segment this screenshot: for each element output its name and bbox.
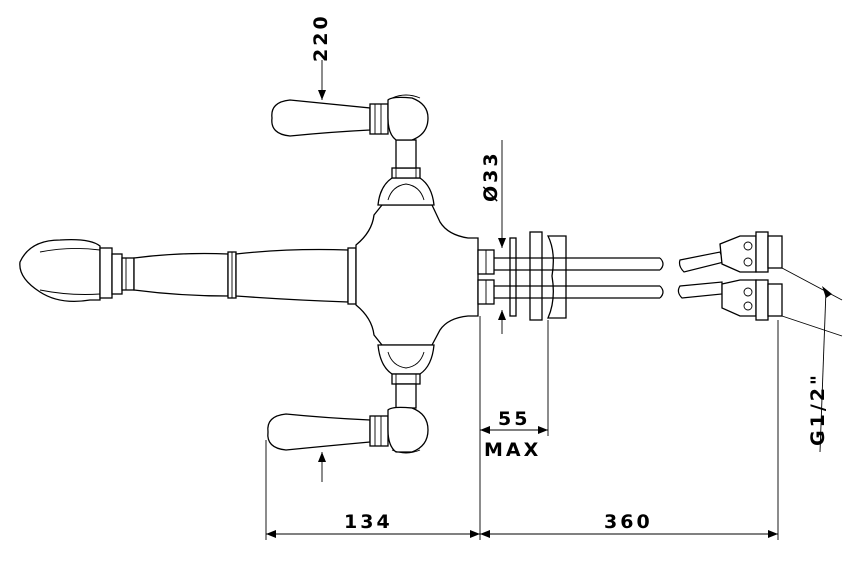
dim-spout-length: 134 bbox=[344, 511, 393, 533]
supply-hoses bbox=[494, 251, 725, 299]
dim-hose-length: 360 bbox=[604, 511, 653, 533]
spout bbox=[19, 238, 357, 305]
hose-connectors bbox=[719, 231, 783, 321]
dim-panel-thickness-note: MAX bbox=[484, 439, 541, 461]
dim-spout-diameter: Ø33 bbox=[480, 150, 502, 202]
dimension-lines bbox=[265, 60, 843, 540]
mixer-body bbox=[355, 139, 495, 409]
dim-connection-thread: G1/2" bbox=[807, 372, 829, 446]
dim-panel-thickness: 55 bbox=[498, 408, 530, 430]
dim-handle-height: 220 bbox=[310, 13, 332, 62]
upper-lever-handle bbox=[271, 94, 429, 141]
mounting-hardware bbox=[509, 231, 567, 321]
lower-lever-handle bbox=[267, 406, 429, 454]
